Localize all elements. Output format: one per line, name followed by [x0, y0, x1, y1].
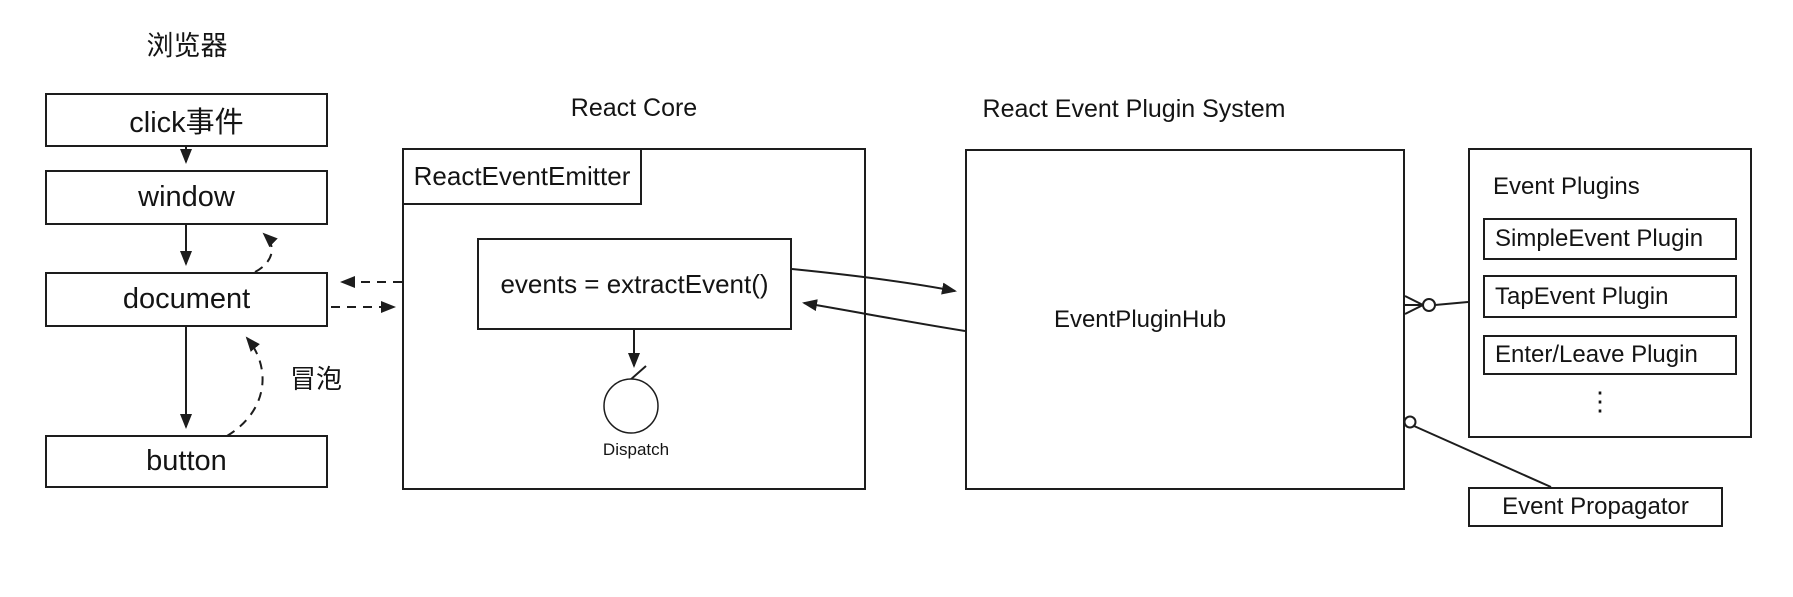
- event-plugins-title: Event Plugins: [1493, 173, 1640, 200]
- plugins-ellipsis: ⋮: [1587, 386, 1613, 416]
- node-window: window: [45, 170, 328, 225]
- plugin-system-title: React Event Plugin System: [982, 95, 1286, 123]
- node-button: button: [45, 435, 328, 488]
- event-plugin-hub-box: EventPluginHub: [965, 149, 1405, 490]
- dispatch-label: Dispatch: [602, 440, 670, 459]
- extract-event-box: events = extractEvent(): [477, 238, 792, 330]
- node-document: document: [45, 272, 328, 327]
- bubble-arrow-button-to-document: [226, 336, 264, 437]
- bubble-arrow-document-to-window: [254, 232, 278, 273]
- node-click-event: click事件: [45, 93, 328, 147]
- bubble-label: 冒泡: [290, 364, 343, 394]
- plugin-item-tap-event: TapEvent Plugin: [1483, 275, 1737, 318]
- event-propagator-box: Event Propagator: [1468, 487, 1723, 527]
- react-core-title: React Core: [570, 94, 698, 122]
- plugin-item-enter-leave: Enter/Leave Plugin: [1483, 335, 1737, 375]
- react-event-emitter-tab: ReactEventEmitter: [402, 148, 642, 205]
- browser-title: 浏览器: [146, 31, 228, 61]
- plugin-item-simple-event: SimpleEvent Plugin: [1483, 218, 1737, 260]
- connector-hub-to-plugins: [1404, 295, 1469, 315]
